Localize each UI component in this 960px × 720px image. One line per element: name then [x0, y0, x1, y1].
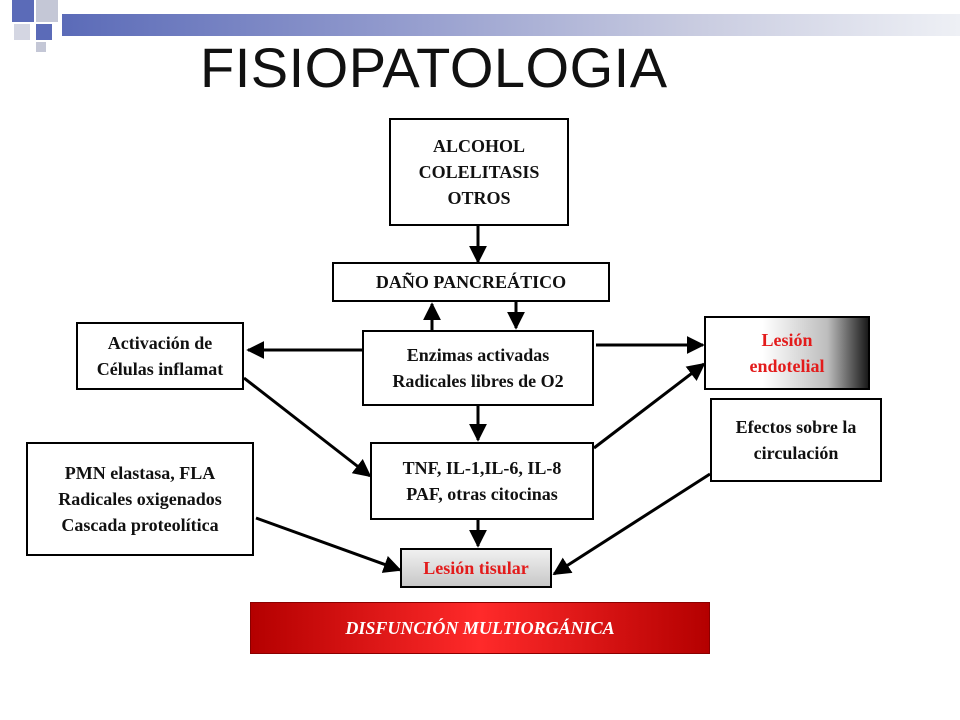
deco-square-blue-large — [12, 0, 34, 22]
node-causes-line-2: COLELITASIS — [418, 162, 540, 182]
node-activacion: Activación de Células inflamat — [76, 322, 244, 390]
deco-square-gray — [36, 0, 58, 22]
node-pmn-line-2: Radicales oxigenados — [58, 489, 222, 509]
deco-square-blue-small — [36, 24, 52, 40]
node-lesion-tisular-line-1: Lesión tisular — [423, 558, 529, 578]
node-activacion-line-1: Activación de — [107, 333, 213, 353]
node-disfuncion: DISFUNCIÓN MULTIORGÁNICA — [250, 602, 710, 654]
arrow-efectos-to-lesion-tisular — [552, 472, 711, 576]
node-dano-pancreatico: DAÑO PANCREÁTICO — [332, 262, 610, 302]
node-tnf-line-1: TNF, IL-1,IL-6, IL-8 — [402, 458, 562, 478]
node-activacion-line-2: Células inflamat — [96, 359, 224, 379]
page-title: FISIOPATOLOGIA — [200, 36, 668, 99]
arrow-pmn-to-lesion-tisular — [255, 516, 402, 573]
node-efectos-line-1: Efectos sobre la — [735, 417, 857, 437]
node-efectos: Efectos sobre la circulación — [710, 398, 882, 482]
node-pmn-line-3: Cascada proteolítica — [61, 515, 219, 535]
node-lesion-endotelial-line-1: Lesión — [761, 330, 813, 350]
node-dano-line-1: DAÑO PANCREÁTICO — [375, 272, 567, 292]
arrow-tnf-to-lesion-endotelial — [593, 362, 706, 450]
node-enzimas: Enzimas activadas Radicales libres de O2 — [362, 330, 594, 406]
node-causes-line-1: ALCOHOL — [432, 136, 525, 156]
node-causes: ALCOHOL COLELITASIS OTROS — [389, 118, 569, 226]
deco-header-bar — [62, 14, 960, 36]
node-efectos-line-2: circulación — [753, 443, 839, 463]
node-enzimas-line-1: Enzimas activadas — [406, 345, 550, 365]
node-tnf: TNF, IL-1,IL-6, IL-8 PAF, otras citocina… — [370, 442, 594, 520]
node-tnf-line-2: PAF, otras citocinas — [406, 484, 558, 504]
node-pmn-line-1: PMN elastasa, FLA — [64, 463, 216, 483]
node-lesion-endotelial-line-2: endotelial — [749, 356, 825, 376]
node-pmn: PMN elastasa, FLA Radicales oxigenados C… — [26, 442, 254, 556]
node-lesion-endotelial: Lesión endotelial — [704, 316, 870, 390]
node-causes-line-3: OTROS — [447, 188, 511, 208]
node-enzimas-line-2: Radicales libres de O2 — [392, 371, 564, 391]
deco-square-gray-small — [14, 24, 30, 40]
node-disfuncion-line-1: DISFUNCIÓN MULTIORGÁNICA — [345, 618, 615, 638]
arrow-activacion-to-tnf — [243, 376, 372, 478]
deco-square-lower — [36, 42, 46, 52]
node-lesion-tisular: Lesión tisular — [400, 548, 552, 588]
